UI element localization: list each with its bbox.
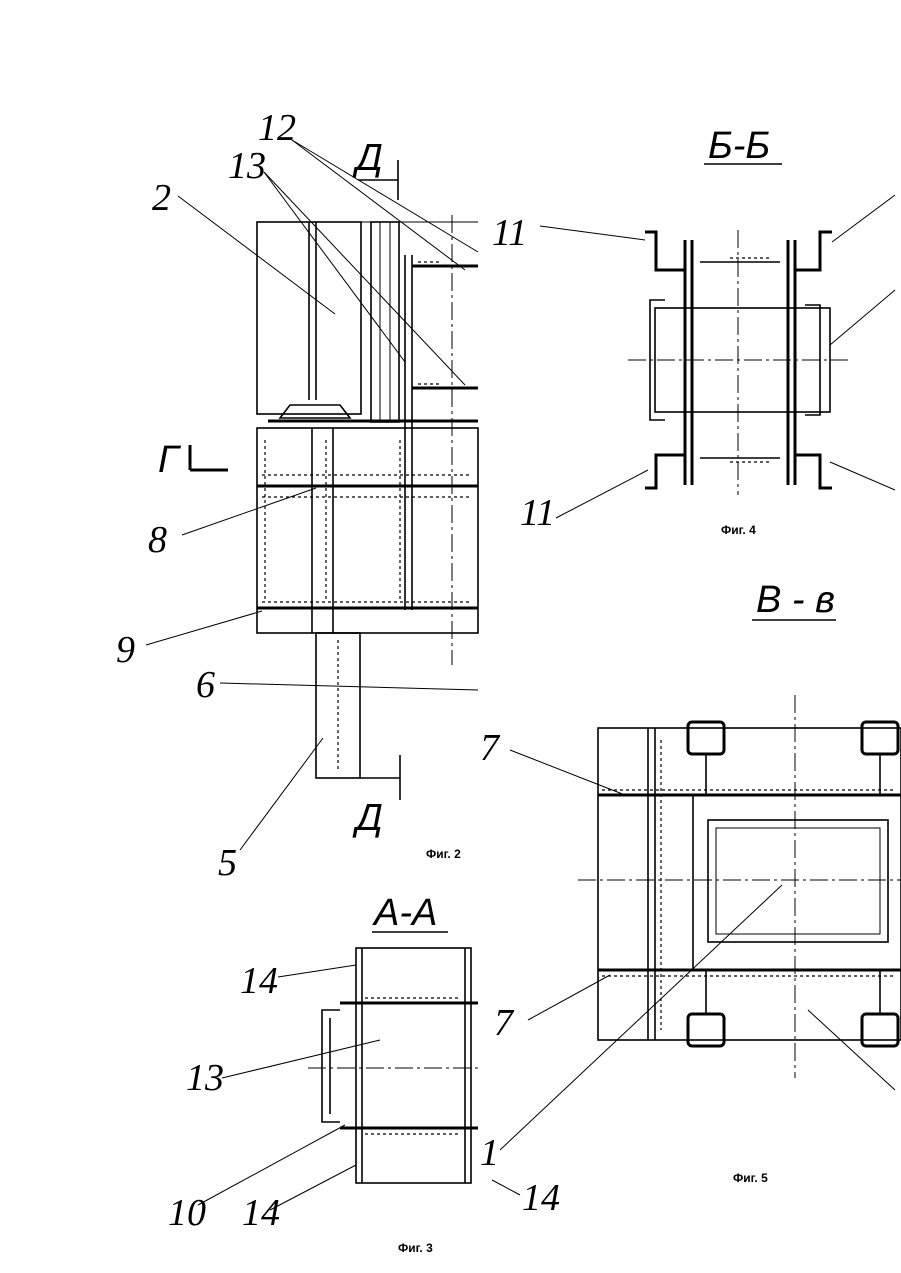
section-v-v-body	[598, 728, 901, 1040]
cut-label-g: Г	[158, 439, 182, 481]
label-14-top: 14	[240, 960, 278, 1002]
label-14-bottom: 14	[242, 1192, 280, 1234]
figure-3: А-А 14 13 10 14 14 Фиг. 3	[168, 892, 560, 1255]
section-title-a-a: А-А	[372, 892, 437, 934]
caption-fig-2: Фиг. 2	[426, 847, 461, 861]
label-13-fig3: 13	[186, 1057, 224, 1099]
caption-fig-3: Фиг. 3	[398, 1241, 433, 1255]
figure-5: В - в 7 7 1 Фиг. 5	[480, 579, 901, 1185]
label-7-bottom: 7	[494, 1002, 515, 1044]
section-title-v-v: В - в	[756, 579, 835, 621]
cut-label-d-top: Д	[352, 137, 383, 179]
caption-fig-5: Фиг. 5	[733, 1171, 768, 1185]
figure-2: 2 12 13 8 9 6 5 Г Д Д Фиг. 2	[116, 107, 478, 884]
label-6: 6	[196, 664, 215, 706]
label-11-top: 11	[492, 212, 527, 254]
label-9: 9	[116, 629, 135, 671]
label-5: 5	[218, 842, 237, 884]
label-11-bottom: 11	[520, 492, 555, 534]
label-7-top: 7	[480, 727, 501, 769]
label-10: 10	[168, 1192, 206, 1234]
section-title-b-b: Б-Б	[708, 125, 770, 167]
section-a-a-body	[356, 948, 471, 1183]
label-12: 12	[258, 107, 296, 149]
label-8: 8	[148, 519, 167, 561]
label-1: 1	[480, 1132, 499, 1174]
label-14-right: 14	[522, 1177, 560, 1219]
label-13: 13	[228, 145, 266, 187]
label-2: 2	[152, 177, 171, 219]
figure-4: Б-Б 11 11 Фиг. 4	[492, 125, 895, 537]
caption-fig-4: Фиг. 4	[721, 523, 756, 537]
cut-label-d-bottom: Д	[352, 797, 383, 839]
